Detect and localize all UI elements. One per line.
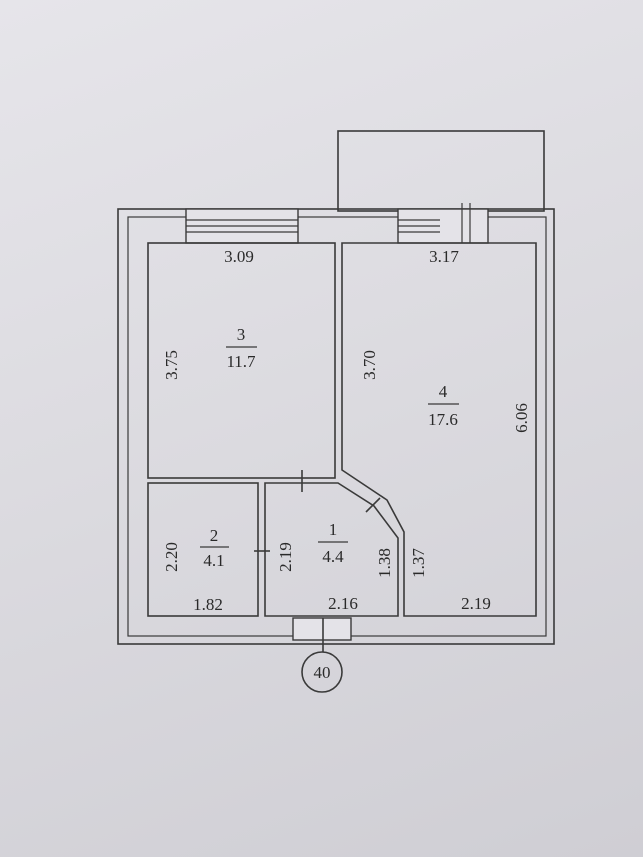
room-4-number: 4 [439,382,448,401]
dim-room-3-right: 3.70 [360,350,379,380]
dim-room-3-top: 3.09 [224,247,254,266]
balcony-outline [337,130,545,212]
room-1-number: 1 [329,520,338,539]
room-3-area: 11.7 [226,352,256,371]
dim-room-2-bottom: 1.82 [193,595,223,614]
room-1-label: 1 4.4 [318,520,348,566]
room-3-label: 3 11.7 [226,325,257,371]
dim-room-4-bottom: 2.19 [461,594,491,613]
room-3-number: 3 [237,325,246,344]
dim-room-4-top: 3.17 [429,247,459,266]
outer-wall-inner [127,216,547,637]
room-3-outline [147,242,336,479]
dim-room-4-right: 6.06 [512,403,531,433]
room-4-outline [341,242,537,617]
room-1-area: 4.4 [322,547,344,566]
outer-wall-outer [117,208,555,645]
balcony-door-room-4 [397,203,489,244]
room-2-number: 2 [210,526,219,545]
room-4-label: 4 17.6 [428,382,459,429]
room-2-outline [147,482,259,617]
apartment-number-circle [301,651,343,693]
room-4-area: 17.6 [428,410,458,429]
entrance-door [292,617,352,652]
window-room-3 [185,208,299,244]
dim-room-2-left: 2.20 [162,542,181,572]
door-mark-room-4 [365,497,381,513]
room-1-outline [264,482,399,617]
dim-room-1-left: 2.19 [276,542,295,572]
dim-room-1-right: 1.38 [375,548,394,578]
dim-room-4-left-lower: 1.37 [409,548,428,578]
room-2-area: 4.1 [203,551,224,570]
dim-room-3-left: 3.75 [162,350,181,380]
apartment-number: 40 [314,663,331,682]
room-2-label: 2 4.1 [200,526,229,570]
dim-room-1-bottom: 2.16 [328,594,358,613]
